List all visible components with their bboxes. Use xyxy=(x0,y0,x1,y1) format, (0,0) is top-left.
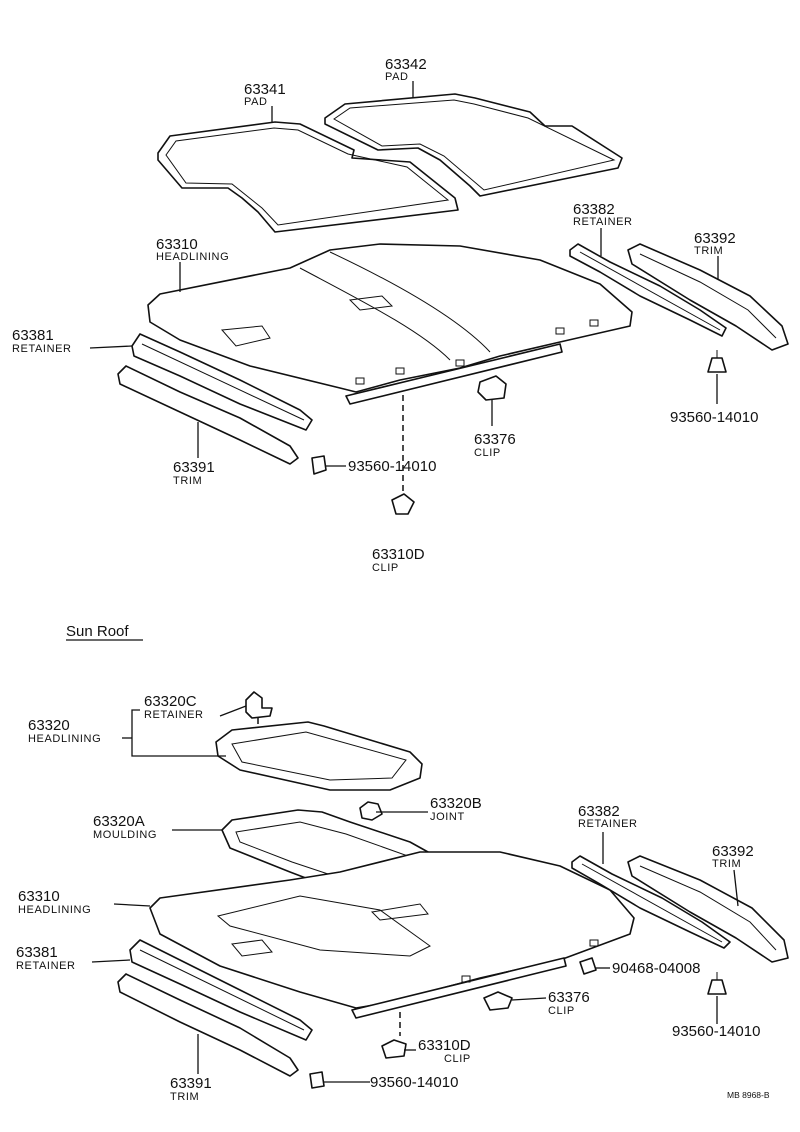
moulding-63320a-number: 63320A xyxy=(93,813,145,830)
retainer-63381-sunroof-part xyxy=(129,939,313,1041)
screw-93560-left-number: 93560-14010 xyxy=(348,458,436,475)
screw-93560-right-sunroof-part xyxy=(707,972,727,995)
retainer-63320c-part xyxy=(245,691,273,719)
joint-63320b-name: JOINT xyxy=(430,811,465,823)
retainer-63382-sunroof-name: RETAINER xyxy=(578,818,638,830)
retainer-63381-name: RETAINER xyxy=(12,343,72,355)
retainer-63381-part xyxy=(131,333,313,431)
retainer-63382-name: RETAINER xyxy=(573,216,633,228)
clip-63376-sunroof-name: CLIP xyxy=(548,1005,575,1017)
headlining-63320-number: 63320 xyxy=(28,717,70,734)
screw-90468-part xyxy=(579,957,597,975)
clip-63376-sunroof-part xyxy=(483,991,513,1011)
trim-63392-name: TRIM xyxy=(694,245,723,257)
pad-63342-name: PAD xyxy=(385,71,409,83)
trim-63392-sunroof-part xyxy=(627,855,789,963)
retainer-63382-part xyxy=(569,243,727,337)
pad-63341-name: PAD xyxy=(244,96,268,108)
headlining-63320-part xyxy=(215,721,423,791)
trim-63391-sunroof-name: TRIM xyxy=(170,1091,199,1103)
retainer-63381-sunroof-name: RETAINER xyxy=(16,960,76,972)
moulding-63320a-name: MOULDING xyxy=(93,829,157,841)
trim-63391-number: 63391 xyxy=(173,459,215,476)
retainer-63381-sunroof-number: 63381 xyxy=(16,944,58,961)
section-title: Sun Roof xyxy=(66,623,129,640)
headlining-63310-name: HEADLINING xyxy=(156,251,229,263)
retainer-63320c-name: RETAINER xyxy=(144,709,204,721)
headlining-63310-number: 63310 xyxy=(156,236,198,253)
pad-63342-part xyxy=(324,93,623,197)
screw-93560-left-sunroof-part xyxy=(309,1071,325,1089)
headlining-63310-sunroof-part xyxy=(149,851,635,1019)
screw-93560-left-part xyxy=(311,455,327,475)
retainer-63382-sunroof-part xyxy=(571,855,731,949)
headlining-63320-name: HEADLINING xyxy=(28,733,101,745)
screw-90468-number: 90468-04008 xyxy=(612,960,700,977)
clip-63376-name: CLIP xyxy=(474,447,501,459)
trim-63391-name: TRIM xyxy=(173,475,202,487)
retainer-63381-number: 63381 xyxy=(12,327,54,344)
clip-63376-sunroof-number: 63376 xyxy=(548,989,590,1006)
top-leaders xyxy=(89,81,719,467)
clip-63376-part xyxy=(477,375,507,401)
retainer-63320c-number: 63320C xyxy=(144,693,197,710)
footer-code: MB 8968-B xyxy=(727,1090,770,1100)
headlining-63310-sunroof-number: 63310 xyxy=(18,888,60,905)
screw-93560-right-number: 93560-14010 xyxy=(670,409,758,426)
headlining-63310-part xyxy=(147,243,633,405)
pad-63341-number: 63341 xyxy=(244,81,286,98)
clip-63310d-name: CLIP xyxy=(372,562,399,574)
trim-63392-part xyxy=(627,243,789,351)
trim-63391-sunroof-part xyxy=(117,973,299,1077)
screw-93560-right-part xyxy=(707,350,727,373)
joint-63320b-part xyxy=(359,801,383,821)
clip-63310d-sunroof-name: CLIP xyxy=(444,1053,471,1065)
clip-63310d-number: 63310D xyxy=(372,546,425,563)
trim-63392-number: 63392 xyxy=(694,230,736,247)
clip-63310d-sunroof-number: 63310D xyxy=(418,1037,471,1054)
sunroof-leaders xyxy=(91,705,739,1083)
joint-63320b-number: 63320B xyxy=(430,795,482,812)
retainer-63382-sunroof-number: 63382 xyxy=(578,803,620,820)
screw-93560-left-sunroof-number: 93560-14010 xyxy=(370,1074,458,1091)
trim-63391-sunroof-number: 63391 xyxy=(170,1075,212,1092)
pad-63342-number: 63342 xyxy=(385,56,427,73)
clip-63310d-part xyxy=(391,493,415,515)
retainer-63382-number: 63382 xyxy=(573,201,615,218)
trim-63392-sunroof-name: TRIM xyxy=(712,858,741,870)
trim-63392-sunroof-number: 63392 xyxy=(712,843,754,860)
pad-63341-part xyxy=(157,121,459,233)
headlining-63310-sunroof-name: HEADLINING xyxy=(18,904,91,916)
clip-63376-number: 63376 xyxy=(474,431,516,448)
trim-63391-part xyxy=(117,365,299,465)
clip-63310d-sunroof-part xyxy=(381,1039,407,1059)
screw-93560-right-sunroof-number: 93560-14010 xyxy=(672,1023,760,1040)
